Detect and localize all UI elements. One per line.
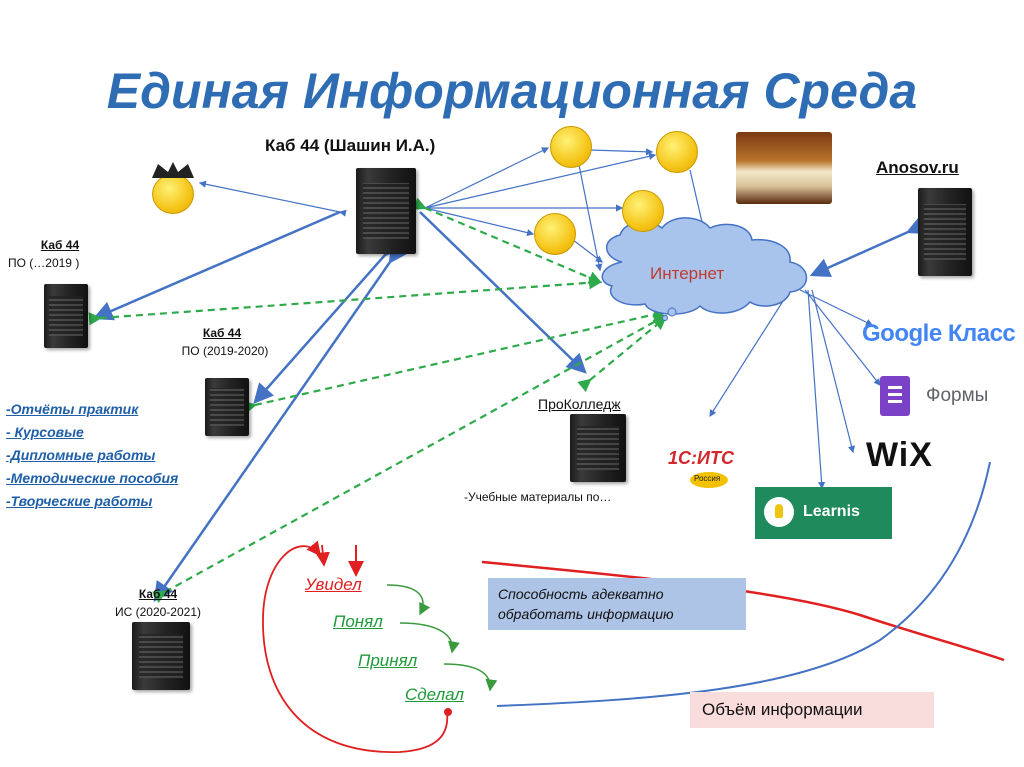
google-forms-icon bbox=[880, 376, 910, 416]
main-server-label: Каб 44 (Шашин И.А.) bbox=[265, 136, 436, 155]
internet-cloud bbox=[601, 217, 808, 315]
procollege-note: -Учебные материалы по… bbox=[464, 490, 612, 504]
kab44-mid-server-icon bbox=[205, 378, 249, 436]
internet-label: Интернет bbox=[650, 264, 725, 283]
procollege-server-icon bbox=[570, 414, 626, 482]
internet-links bbox=[88, 197, 668, 604]
hat-icon bbox=[152, 162, 194, 178]
materials-link-diploma[interactable]: -Дипломные работы bbox=[6, 447, 156, 463]
red-curve bbox=[481, 560, 1005, 662]
smiley-icon bbox=[656, 131, 698, 173]
its-logo[interactable]: 1С:ИТС Россия bbox=[668, 448, 752, 492]
smiley-with-hat-icon bbox=[152, 174, 194, 214]
google-logo-text: Google Класс bbox=[862, 320, 1016, 347]
materials-link-creative[interactable]: -Творческие работы bbox=[6, 493, 153, 509]
red-dot bbox=[444, 708, 452, 716]
cycle-step-accepted: Принял bbox=[358, 651, 418, 670]
anosov-label[interactable]: Anosov.ru bbox=[876, 158, 959, 177]
ability-note: Способность адекватно обработать информа… bbox=[488, 578, 746, 630]
its-logo-sub: Россия bbox=[694, 474, 721, 483]
cycle-step-understood: Понял bbox=[333, 612, 383, 631]
materials-link-coursework[interactable]: - Курсовые bbox=[6, 424, 84, 440]
feedback-loop bbox=[262, 540, 449, 753]
procollege-label[interactable]: ПроКолледж bbox=[538, 396, 621, 412]
blue-curve bbox=[496, 461, 991, 707]
page-title: Единая Информационная Среда bbox=[106, 63, 918, 119]
kab44-is-subtitle: ИС (2020-2021) bbox=[114, 605, 201, 619]
cycle-step-did: Сделал bbox=[405, 685, 465, 704]
its-logo-text: 1С:ИТС bbox=[668, 448, 734, 468]
kab44-is-title: Каб 44 bbox=[138, 587, 178, 601]
learnis-logo[interactable]: Learnis bbox=[755, 487, 892, 539]
google-forms-label[interactable]: Формы bbox=[926, 385, 989, 406]
anosov-server-icon bbox=[918, 188, 972, 276]
kab44-mid-subtitle: ПО (2019-2020) bbox=[181, 344, 269, 358]
materials-link-practice[interactable]: -Отчёты практик bbox=[6, 401, 139, 417]
smiley-icon bbox=[622, 190, 664, 232]
smiley-icon bbox=[550, 126, 592, 168]
kab44-old-subtitle: ПО (…2019 ) bbox=[8, 256, 80, 270]
cycle-step-saw: Увидел bbox=[305, 575, 362, 594]
google-classroom-logo[interactable]: Google Класс bbox=[862, 320, 1016, 348]
materials-list: -Отчёты практик - Курсовые -Дипломные ра… bbox=[6, 398, 178, 513]
smiley-icon bbox=[534, 213, 576, 255]
wix-logo[interactable]: WiX bbox=[866, 436, 933, 474]
learnis-label: Learnis bbox=[803, 503, 860, 520]
materials-link-methods[interactable]: -Методические пособия bbox=[6, 470, 179, 486]
cycle-arrows bbox=[386, 584, 498, 692]
books-image bbox=[736, 132, 832, 204]
main-server-icon bbox=[356, 168, 416, 254]
kab44-old-server-icon bbox=[44, 284, 88, 348]
volume-note: Объём информации bbox=[690, 692, 934, 728]
kab44-is-server-icon bbox=[132, 622, 190, 690]
kab44-mid-title: Каб 44 bbox=[202, 326, 242, 340]
kab44-old-title: Каб 44 bbox=[40, 238, 80, 252]
